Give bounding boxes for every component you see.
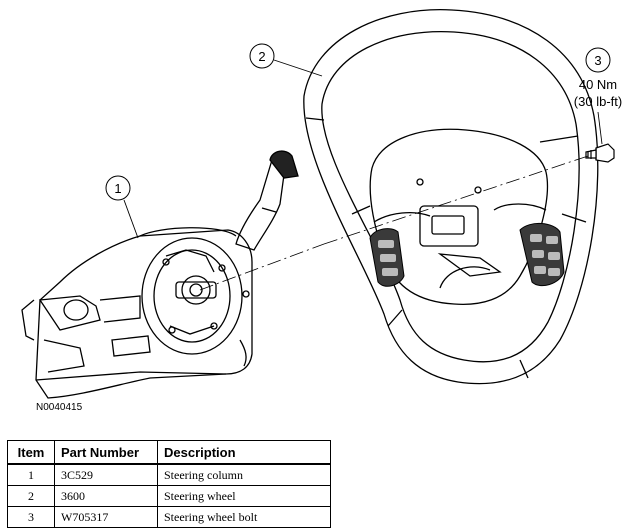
callout-2: 2 xyxy=(249,43,323,77)
steering-wheel xyxy=(303,9,599,385)
figure-id: N0040415 xyxy=(36,402,83,413)
steering-wheel-right-switch-pad xyxy=(519,223,565,287)
column-header-description: Description xyxy=(157,440,331,465)
parts-table: Item Part Number Description 1 3C529 Ste… xyxy=(7,440,331,528)
cell-description: Steering wheel xyxy=(157,485,331,507)
cell-item: 2 xyxy=(7,485,55,507)
callout-1-number: 1 xyxy=(114,181,121,196)
torque-spec-metric: 40 Nm xyxy=(579,77,617,92)
cell-part-number: 3600 xyxy=(54,485,158,507)
column-header-item: Item xyxy=(7,440,55,465)
cell-description: Steering wheel bolt xyxy=(157,506,331,528)
callout-3: 3 40 Nm (30 lb-ft) xyxy=(574,47,622,145)
column-header-part-number: Part Number xyxy=(54,440,158,465)
cell-description: Steering column xyxy=(157,463,331,486)
steering-column xyxy=(21,150,299,399)
exploded-view-diagram: 1 2 3 40 Nm (30 lb-ft) xyxy=(21,9,622,399)
table-header-row: Item Part Number Description xyxy=(7,440,331,465)
table-row: 3 W705317 Steering wheel bolt xyxy=(7,506,331,528)
cell-part-number: 3C529 xyxy=(54,463,158,486)
steering-wheel-left-switch-pad xyxy=(369,228,405,287)
table-row: 1 3C529 Steering column xyxy=(7,463,331,486)
callout-1: 1 xyxy=(105,175,139,239)
steering-wheel-bolt xyxy=(585,143,615,163)
table-row: 2 3600 Steering wheel xyxy=(7,485,331,507)
torque-spec-imperial: (30 lb-ft) xyxy=(574,94,622,109)
cell-item: 3 xyxy=(7,506,55,528)
callout-2-number: 2 xyxy=(258,49,265,64)
cell-item: 1 xyxy=(7,463,55,486)
callout-3-number: 3 xyxy=(594,53,601,68)
cell-part-number: W705317 xyxy=(54,506,158,528)
assembly-center-line xyxy=(199,155,589,291)
